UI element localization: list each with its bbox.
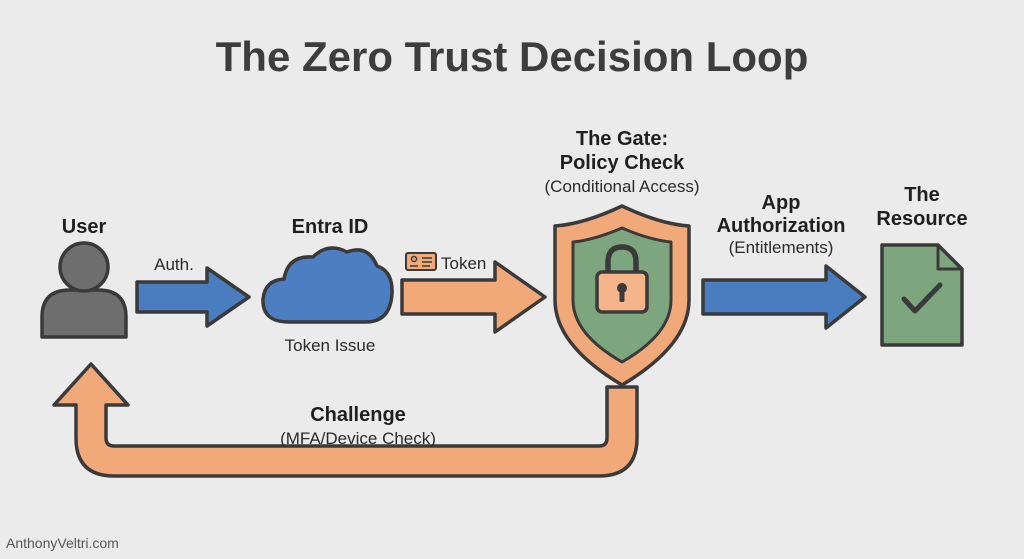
resource-label-line2: Resource: [876, 208, 968, 230]
token-issue-caption: Token Issue: [284, 336, 376, 355]
app-authorization-label-line2: Authorization: [716, 215, 846, 237]
user-icon: [40, 241, 128, 339]
page-title: The Zero Trust Decision Loop: [215, 33, 809, 80]
token-label: Token: [441, 254, 487, 273]
challenge-caption: (MFA/Device Check): [280, 429, 436, 448]
auth-arrow: [135, 266, 251, 328]
app-authorization-label-line1: App: [761, 192, 801, 214]
document-check-icon: [880, 243, 964, 347]
gate-label-line1: The Gate:: [575, 128, 669, 150]
resource-label-line1: The: [904, 184, 940, 206]
entitlements-caption: (Entitlements): [728, 238, 834, 257]
cloud-icon: [261, 246, 394, 324]
gate-caption: (Conditional Access): [544, 177, 700, 196]
user-label: User: [61, 216, 107, 238]
challenge-label: Challenge: [310, 404, 406, 426]
gate-label-line2: Policy Check: [559, 152, 685, 174]
token-ticket-icon: [405, 252, 437, 271]
token-arrow: [400, 260, 547, 334]
entra-id-label: Entra ID: [291, 216, 369, 238]
shield-lock-icon: [553, 204, 691, 387]
app-authorization-arrow: [701, 264, 867, 330]
auth-label: Auth.: [154, 255, 194, 274]
footer-credit: AnthonyVeltri.com: [6, 535, 119, 551]
challenge-loop-arrow: [52, 362, 639, 478]
